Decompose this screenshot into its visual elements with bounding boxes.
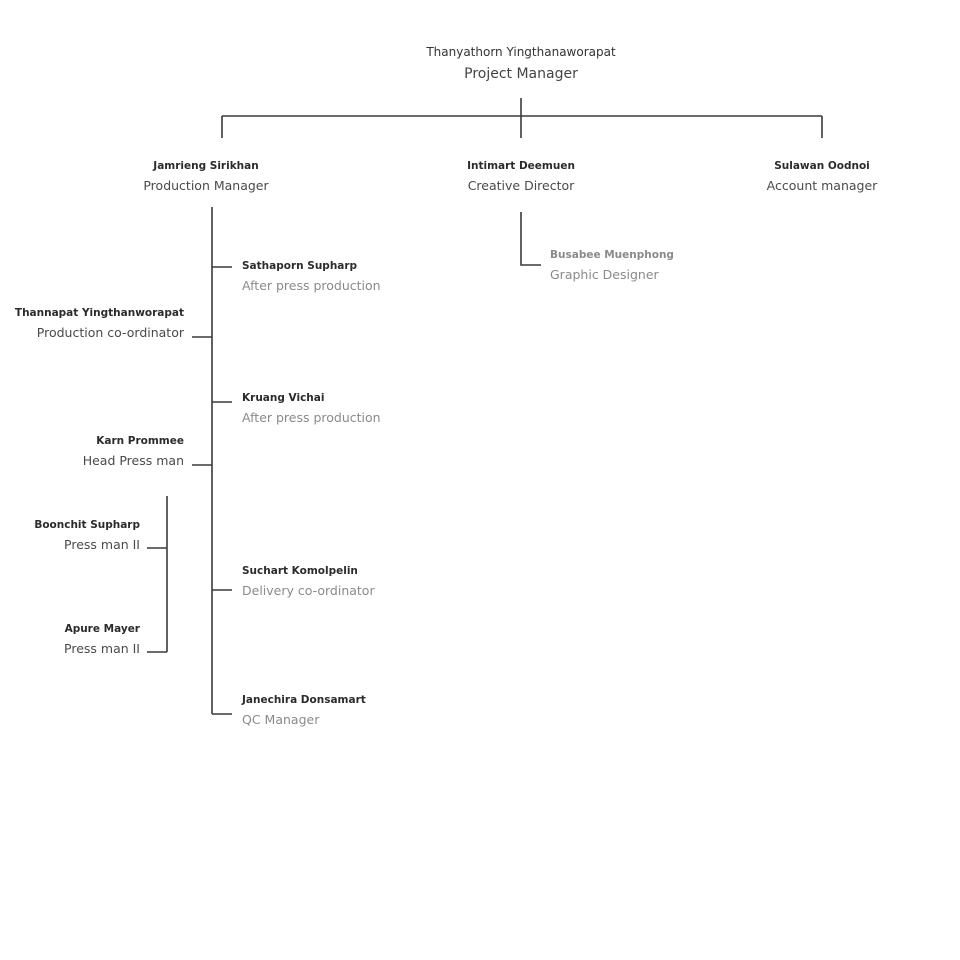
node-name: Apure Mayer xyxy=(64,623,140,635)
node-name: Busabee Muenphong xyxy=(550,249,674,261)
node-role: Press man II xyxy=(64,537,140,553)
node-apure: Apure Mayer Press man II xyxy=(64,623,140,657)
node-role: Graphic Designer xyxy=(550,267,659,283)
node-role: QC Manager xyxy=(242,712,320,728)
node-name: Thannapat Yingthanworapat xyxy=(14,307,184,319)
node-sathaporn: Sathaporn Supharp After press production xyxy=(242,260,381,294)
node-role: Head Press man xyxy=(82,453,184,469)
node-kruang: Kruang Vichai After press production xyxy=(242,392,381,426)
node-name: Sulawan Oodnoi xyxy=(774,160,870,172)
node-role: Production co-ordinator xyxy=(36,325,184,341)
node-role: Creative Director xyxy=(467,178,575,194)
node-creative-director: Intimart Deemuen Creative Director xyxy=(467,160,575,194)
connector-graphic-designer xyxy=(520,212,541,266)
node-role: Production Manager xyxy=(143,178,269,194)
node-role: After press production xyxy=(242,410,381,426)
node-role: Account manager xyxy=(766,178,878,194)
node-role: Press man II xyxy=(64,641,140,657)
node-name: Boonchit Supharp xyxy=(34,519,140,531)
node-karn: Karn Prommee Head Press man xyxy=(83,435,184,469)
node-name: Janechira Donsamart xyxy=(242,694,366,706)
node-name: Intimart Deemuen xyxy=(467,160,575,172)
node-suchart: Suchart Komolpelin Delivery co-ordinator xyxy=(242,565,375,599)
node-name: Suchart Komolpelin xyxy=(242,565,358,577)
node-role: Delivery co-ordinator xyxy=(242,583,375,599)
node-graphic-designer: Busabee Muenphong Graphic Designer xyxy=(550,249,674,283)
node-role: After press production xyxy=(242,278,381,294)
node-role: Project Manager xyxy=(464,66,578,82)
node-name: Karn Prommee xyxy=(96,435,184,447)
node-thannapat: Thannapat Yingthanworapat Production co-… xyxy=(15,307,184,341)
node-name: Thanyathorn Yingthanaworapat xyxy=(426,45,616,59)
node-boonchit: Boonchit Supharp Press man II xyxy=(34,519,140,553)
node-account-manager: Sulawan Oodnoi Account manager xyxy=(767,160,878,194)
node-name: Jamrieng Sirikhan xyxy=(153,160,259,172)
node-project-manager: Thanyathorn Yingthanaworapat Project Man… xyxy=(426,45,615,84)
node-name: Sathaporn Supharp xyxy=(242,260,358,272)
node-janechira: Janechira Donsamart QC Manager xyxy=(242,694,366,728)
node-production-manager: Jamrieng Sirikhan Production Manager xyxy=(143,160,268,194)
node-name: Kruang Vichai xyxy=(242,392,325,404)
